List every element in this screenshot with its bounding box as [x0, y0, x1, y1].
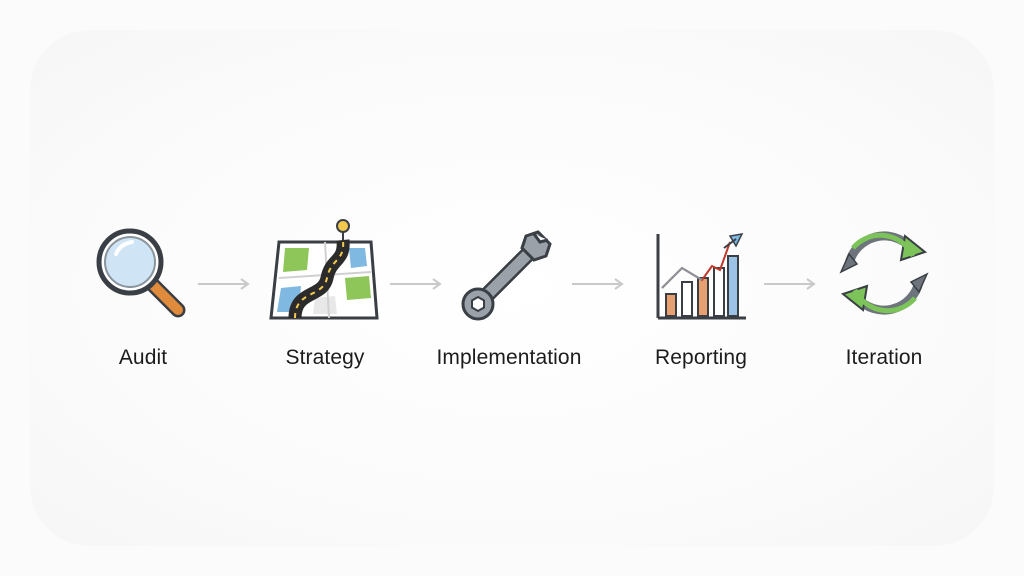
bar-chart-icon [656, 233, 746, 320]
background-panel [30, 30, 994, 546]
wrench-icon [461, 230, 552, 321]
step-strategy: Strategy [240, 218, 410, 370]
step-implementation: Implementation [424, 218, 594, 370]
step-reporting: Reporting [616, 218, 786, 370]
connector-arrow-4 [764, 278, 816, 290]
step-label-audit: Audit [118, 346, 168, 369]
step-label-iteration: Iteration [845, 346, 923, 369]
connector-arrow-1 [198, 278, 250, 290]
road-map-icon [269, 219, 379, 320]
magnifying-glass-icon [96, 228, 186, 318]
step-iteration: Iteration [799, 218, 969, 370]
step-label-reporting: Reporting [655, 346, 747, 369]
connector-arrow-2 [390, 278, 442, 290]
cycle-arrows-icon [839, 231, 929, 315]
step-label-implementation: Implementation [436, 346, 582, 369]
step-label-strategy: Strategy [285, 346, 365, 369]
step-audit: Audit [58, 218, 228, 370]
connector-arrow-3 [572, 278, 624, 290]
